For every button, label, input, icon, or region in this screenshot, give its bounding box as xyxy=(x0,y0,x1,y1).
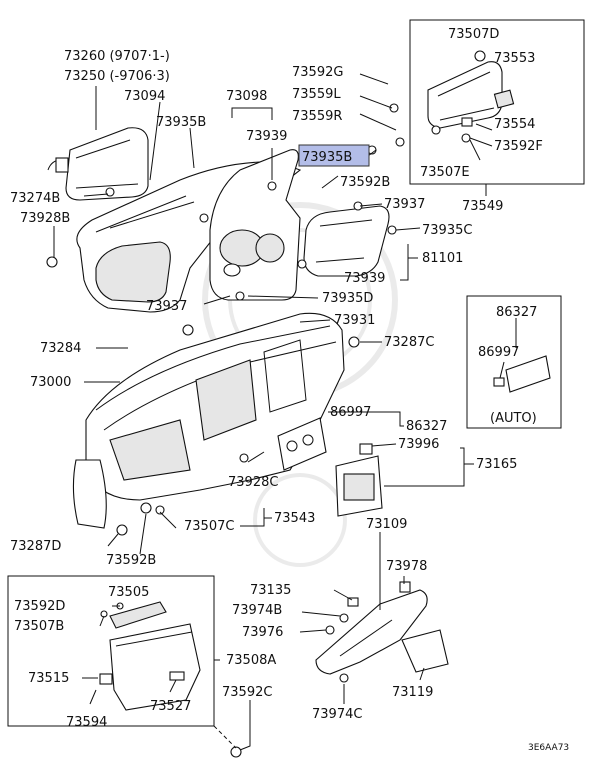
label-73119: 73119 xyxy=(392,685,433,700)
glovebox-frame xyxy=(7,575,215,727)
label-73974B: 73974B xyxy=(232,603,282,618)
label-73165: 73165 xyxy=(476,457,517,472)
label-73284: 73284 xyxy=(40,341,81,356)
label-73935C: 73935C xyxy=(422,223,472,238)
label-73935B-highlight: 73935B xyxy=(302,150,352,165)
label-73996: 73996 xyxy=(398,437,439,452)
leader-lines xyxy=(53,73,517,751)
relay-box-frame xyxy=(409,19,585,185)
auto-panel-frame xyxy=(466,295,562,429)
label-73527: 73527 xyxy=(150,699,191,714)
label-73098: 73098 xyxy=(226,89,267,104)
label-73508A: 73508A xyxy=(226,653,276,668)
label-73928C: 73928C xyxy=(228,475,278,490)
label-73507D: 73507D xyxy=(448,27,499,42)
label-86327-auto: 86327 xyxy=(496,305,537,320)
label-73939: 73939 xyxy=(246,129,287,144)
lower-panel xyxy=(315,581,449,675)
label-73931: 73931 xyxy=(334,313,375,328)
label-73935D: 73935D xyxy=(322,291,373,306)
label-86997: 86997 xyxy=(330,405,371,420)
label-73592B-b: 73592B xyxy=(106,553,156,568)
label-73507E: 73507E xyxy=(420,165,470,180)
label-73559L: 73559L xyxy=(292,87,341,102)
label-73974C: 73974C xyxy=(312,707,362,722)
label-73935B: 73935B xyxy=(156,115,206,130)
glove-box xyxy=(99,601,201,711)
label-73287D: 73287D xyxy=(10,539,61,554)
heater-control-panel xyxy=(277,355,551,471)
label-73109: 73109 xyxy=(366,517,407,532)
label-73592C: 73592C xyxy=(222,685,272,700)
label-auto: (AUTO) xyxy=(490,411,537,426)
label-73553: 73553 xyxy=(494,51,535,66)
center-lower-panel xyxy=(303,205,390,277)
highlight-box xyxy=(298,144,370,167)
label-73928B: 73928B xyxy=(20,211,70,226)
label-73515: 73515 xyxy=(28,671,69,686)
meter-hood xyxy=(209,149,301,301)
part-labels: 73260 (9707·1-) 73250 (-9706·3) 73094 73… xyxy=(10,27,569,753)
label-73094: 73094 xyxy=(124,89,165,104)
label-73937-b: 73937 xyxy=(146,299,187,314)
label-73978: 73978 xyxy=(386,559,427,574)
label-73543: 73543 xyxy=(274,511,315,526)
label-73250: 73250 (-9706·3) xyxy=(64,69,170,84)
relay-box xyxy=(427,50,515,143)
label-86327: 86327 xyxy=(406,419,447,434)
label-73260: 73260 (9707·1-) xyxy=(64,49,170,64)
label-73592G: 73592G xyxy=(292,65,343,80)
label-73592B: 73592B xyxy=(340,175,390,190)
label-73559R: 73559R xyxy=(292,109,342,124)
label-81101: 81101 xyxy=(422,251,463,266)
label-73937: 73937 xyxy=(384,197,425,212)
label-73274B: 73274B xyxy=(10,191,60,206)
label-73549: 73549 xyxy=(462,199,503,214)
label-73287C: 73287C xyxy=(384,335,434,350)
label-73592F: 73592F xyxy=(494,139,543,154)
label-73507C: 73507C xyxy=(184,519,234,534)
label-73976: 73976 xyxy=(242,625,283,640)
label-73000: 73000 xyxy=(30,375,71,390)
label-86997-auto: 86997 xyxy=(478,345,519,360)
center-bezel xyxy=(335,443,383,517)
label-73592D: 73592D xyxy=(14,599,65,614)
label-73554: 73554 xyxy=(494,117,535,132)
label-diagram-code: 3E6AA73 xyxy=(528,743,569,753)
airbag-module xyxy=(47,127,149,201)
dash-panel-main xyxy=(72,312,345,529)
label-73507B: 73507B xyxy=(14,619,64,634)
label-73135: 73135 xyxy=(250,583,291,598)
label-73939-b: 73939 xyxy=(344,271,385,286)
label-73594: 73594 xyxy=(66,715,107,730)
label-73505: 73505 xyxy=(108,585,149,600)
